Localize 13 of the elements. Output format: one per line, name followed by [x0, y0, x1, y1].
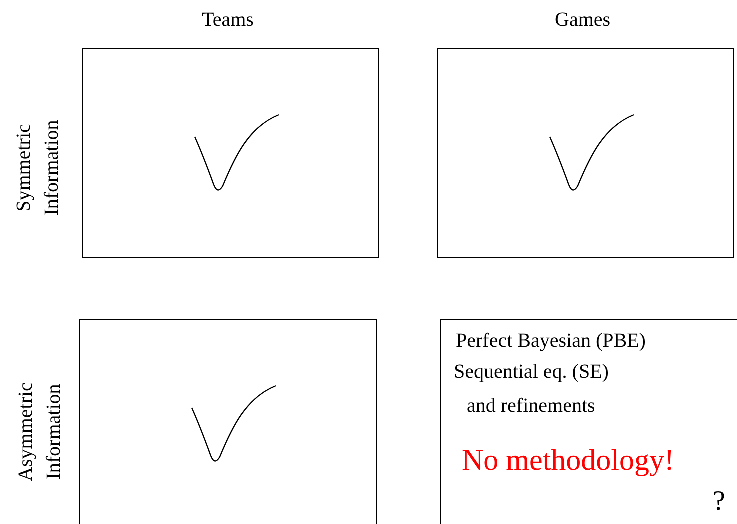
column-header: Teams — [202, 9, 254, 31]
method-text: Sequential eq. (SE) — [454, 361, 609, 383]
panel — [79, 319, 377, 524]
warning-text: No methodology! — [462, 444, 674, 477]
panel — [82, 48, 379, 258]
method-text: Perfect Bayesian (PBE) — [456, 330, 646, 352]
column-header: Games — [555, 9, 611, 31]
method-text: and refinements — [467, 395, 596, 417]
text-panel — [440, 319, 737, 524]
panel — [437, 48, 734, 258]
row-header: Symmetric Information — [12, 119, 64, 218]
row-header: Asymmetric Information — [14, 382, 66, 484]
question-mark: ? — [713, 487, 726, 518]
